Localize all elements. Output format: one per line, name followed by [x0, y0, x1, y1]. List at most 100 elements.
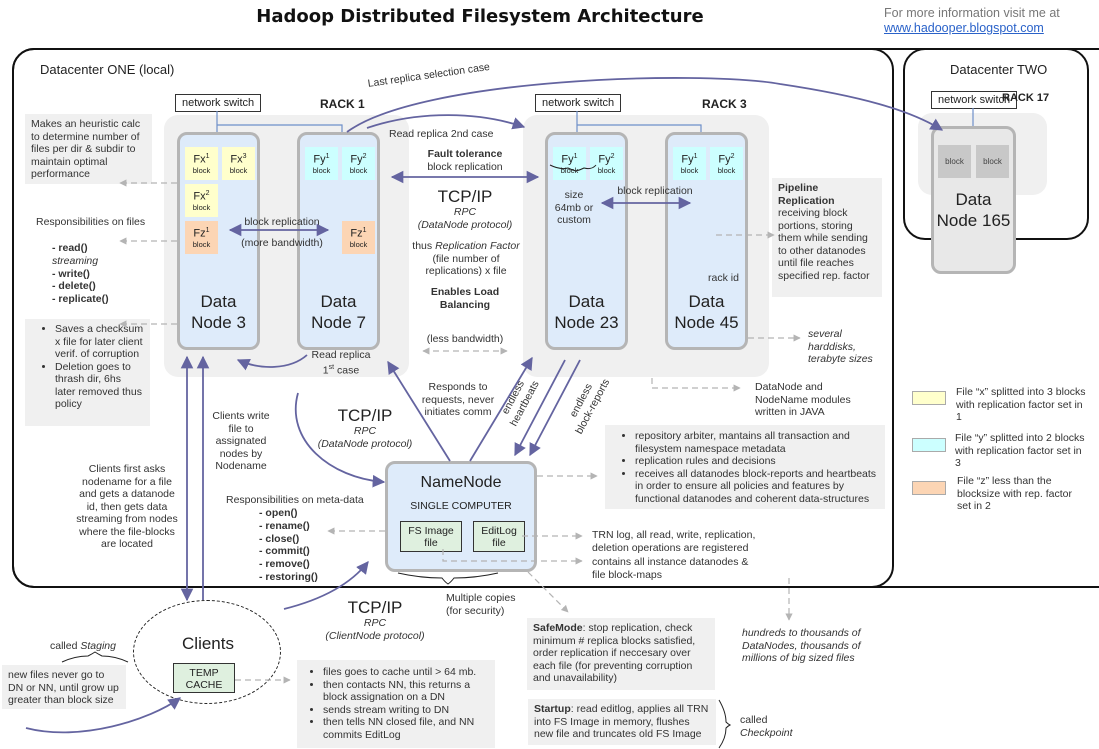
info-text: For more information visit me at: [884, 6, 1060, 20]
more-bandwidth-label: (more bandwidth): [241, 237, 323, 249]
namenode-to-dn7-arrow: [387, 360, 451, 462]
legend-text-y: File “y” splitted into 2 blocks with rep…: [955, 432, 1085, 469]
responds-note: Responds to requests, never initiates co…: [421, 381, 495, 418]
tcpip-rack-label: TCP/IP: [437, 187, 493, 206]
rack-17-network-switch: network switch: [931, 91, 1018, 109]
fsimage-dashed: [442, 549, 583, 565]
read-1st-arrow: [236, 354, 308, 371]
java-dashed: [651, 378, 741, 392]
blog-link[interactable]: www.hadooper.blogspot.com: [884, 21, 1044, 35]
datacenter-two-label: Datacenter TWO: [950, 62, 1048, 77]
datacenter-one-label: Datacenter ONE (local): [40, 62, 175, 77]
safemode-dashed: [527, 571, 569, 613]
cache-notes: files goes to cache until > 64 mb. then …: [297, 660, 495, 748]
switch-link-rack1: [216, 111, 343, 132]
staging-arrow: [25, 697, 182, 734]
fault-tolerance-label: Fault tolerance: [427, 148, 503, 160]
multiple-copies-note: Multiple copies (for security): [446, 592, 516, 617]
legend-swatch-x: [912, 391, 946, 405]
legend-item-y: File “y” splitted into 2 blocks with rep…: [910, 432, 1095, 483]
safemode-note: SafeMode: stop replication, check minimu…: [527, 618, 715, 690]
datacenter-one-frame: [12, 48, 894, 588]
staging-label: called Staging: [50, 640, 116, 652]
read-2nd-arrow: [366, 114, 526, 130]
info-block: For more information visit me at www.had…: [884, 6, 1060, 36]
rack-3-label: RACK 3: [702, 97, 747, 111]
rpc-client-label: RPC: [363, 617, 387, 629]
pipeline-replication-note: Pipeline Replication receiving block por…: [772, 178, 882, 297]
rpc-rack-label: RPC: [453, 206, 477, 218]
rpc-namenode-label: RPC: [353, 425, 377, 437]
client-namenode-arrow: [283, 561, 369, 610]
checkpoint-brace: [718, 699, 732, 749]
staging-note: new files never go to DN or NN, until gr…: [2, 665, 126, 709]
clients-ask-note: Clients first asks nodename for a file a…: [76, 463, 178, 550]
rack-1-network-switch: network switch: [175, 94, 262, 112]
tcpip-curve-arrow: [295, 392, 386, 488]
namenode-notes: repository arbiter, mantains all transac…: [605, 425, 885, 509]
legend-text-z: File “z” less than the blocksize with re…: [957, 475, 1072, 512]
clients-write-note: Clients write file to assignated nodes b…: [212, 410, 270, 472]
clientnode-protocol-label: (ClientNode protocol): [325, 630, 425, 642]
legend-swatch-z: [912, 481, 946, 495]
replication-factor-note: thus Replication Factor (file number of …: [412, 240, 520, 277]
diagram-title: Hadoop Distributed Filesystem Architectu…: [256, 6, 704, 27]
namenode-to-dn23-arrow: [469, 356, 533, 462]
hundreds-note: hundreds to thousands of DataNodes, thou…: [742, 627, 861, 664]
several-harddisks-note: several harddisks, terabyte sizes: [808, 328, 873, 365]
block-grey-2: block: [976, 145, 1009, 178]
rack-3-network-switch: network switch: [535, 94, 622, 112]
file-responsibilities-list: - read() streaming - write() - delete() …: [52, 242, 109, 306]
size-brace: [549, 164, 597, 172]
legend-item-z: File “z” less than the blocksize with re…: [910, 475, 1095, 528]
block-grey-1: block: [938, 145, 971, 178]
tcpip-namenode-label: TCP/IP: [337, 406, 393, 425]
legend-text-x: File “x” splitted into 3 blocks with rep…: [956, 386, 1086, 423]
clients-label: Clients: [182, 634, 234, 653]
blockreport-arrow: [529, 359, 581, 457]
heuristic-note: Makes an heuristic calc to determine num…: [25, 114, 152, 184]
staging-brace: [61, 651, 129, 663]
file-responsibilities-title: Responsibilities on files: [36, 216, 146, 228]
block-replication-rack3: block replication: [617, 185, 693, 197]
clients-cloud[interactable]: [133, 600, 281, 704]
multiple-copies-brace: [397, 572, 499, 585]
legend: File “x” splitted into 3 blocks with rep…: [910, 386, 1095, 528]
fsimage-contains-note: contains all instance datanodes & file b…: [592, 556, 749, 581]
startup-note: Startup: read editlog, applies all TRN i…: [528, 699, 716, 745]
last-replica-arrow: [346, 77, 944, 133]
legend-item-x: File “x” splitted into 3 blocks with rep…: [910, 386, 1095, 438]
heartbeat-arrow: [514, 359, 566, 457]
fault-tolerance-sub: block replication: [427, 161, 503, 173]
read-replica-1st-label: Read replica 1st case: [311, 349, 371, 376]
meta-responsibilities-title: Responsibilities on meta-data: [226, 494, 364, 506]
